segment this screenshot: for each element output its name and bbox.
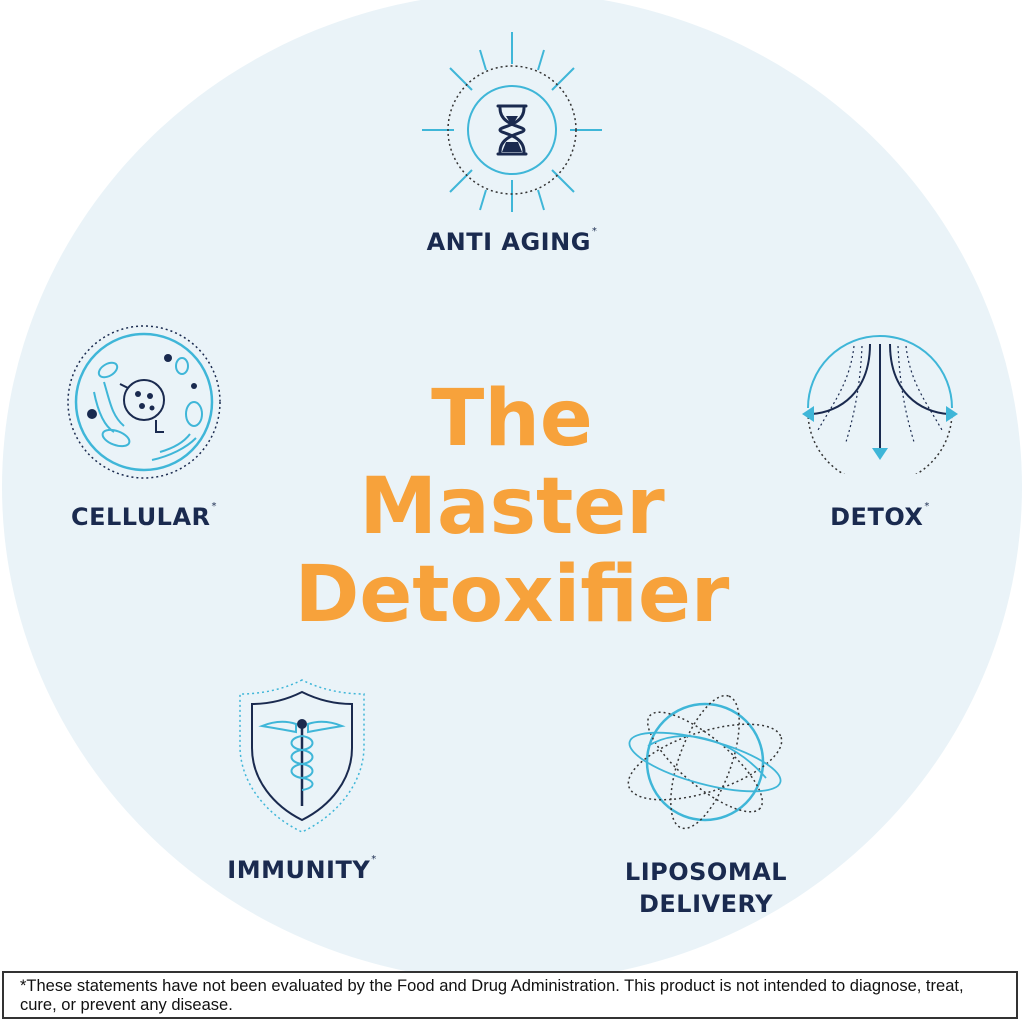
anti-aging-text: ANTI AGING bbox=[426, 228, 591, 256]
fda-disclaimer: *These statements have not been evaluate… bbox=[2, 971, 1018, 1019]
detox-arrows-icon bbox=[802, 335, 958, 474]
benefit-label-immunity: IMMUNITY* bbox=[202, 854, 402, 884]
headline-line-2: Master bbox=[359, 462, 665, 552]
asterisk-mark: * bbox=[924, 501, 930, 512]
asterisk-mark: * bbox=[371, 854, 377, 865]
cell-icon bbox=[67, 325, 221, 479]
headline: The Master Detoxifier bbox=[212, 375, 812, 639]
hourglass-icon bbox=[422, 32, 602, 212]
headline-line-3: Detoxifier bbox=[294, 550, 730, 640]
detox-text: DETOX bbox=[830, 503, 924, 531]
background-circle bbox=[2, 0, 1022, 982]
liposomal-text: LIPOSOMAL bbox=[624, 858, 788, 886]
benefit-label-cellular: CELLULAR* bbox=[44, 501, 244, 531]
shield-caduceus-icon bbox=[239, 679, 365, 833]
asterisk-mark: * bbox=[211, 501, 218, 512]
asterisk-mark: * bbox=[591, 226, 598, 237]
liposome-orbit-icon bbox=[627, 694, 783, 830]
cellular-text: CELLULAR bbox=[70, 503, 211, 531]
delivery-text: DELIVERY bbox=[638, 890, 774, 918]
benefit-label-detox: DETOX* bbox=[780, 501, 980, 531]
immunity-text: IMMUNITY bbox=[227, 856, 371, 884]
benefit-label-anti-aging: ANTI AGING* bbox=[412, 226, 612, 256]
benefit-label-liposomal-delivery: LIPOSOMAL DELIVERY bbox=[556, 856, 856, 920]
headline-line-1: The bbox=[431, 374, 593, 464]
